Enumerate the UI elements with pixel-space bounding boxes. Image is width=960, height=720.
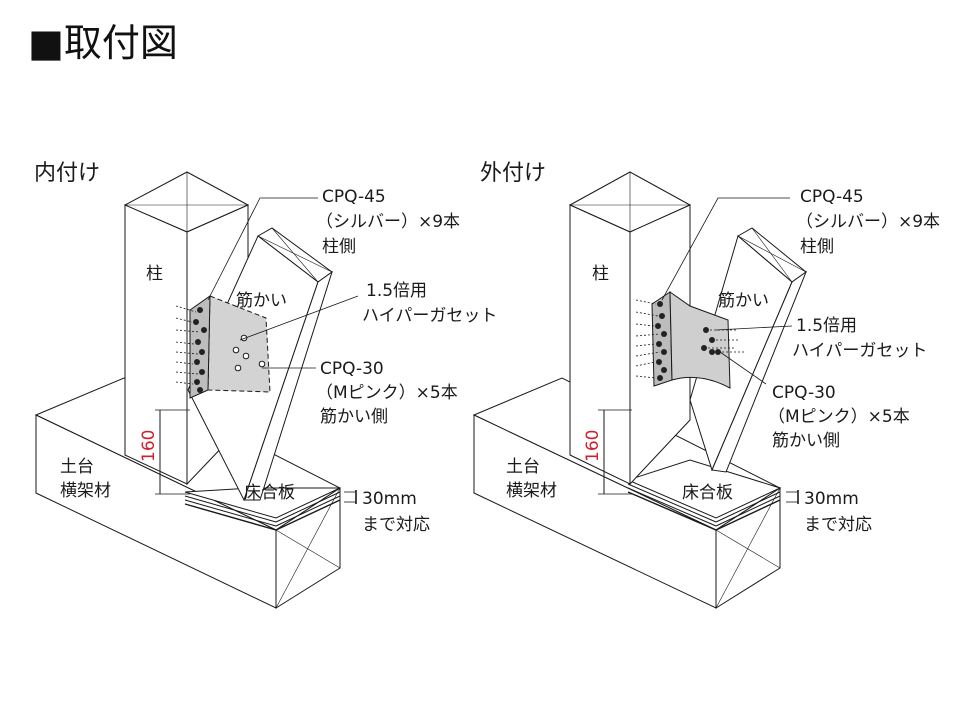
right-post-screws	[655, 301, 667, 381]
right-dimension-160: 160	[583, 409, 632, 495]
right-gusset-line2: ハイパーガセット	[792, 341, 927, 361]
left-thickness-line1: 30mm	[362, 489, 417, 509]
right-post-screw-axes	[635, 299, 661, 379]
left-thickness-line2: まで対応	[362, 515, 430, 535]
right-cpq30-line1: CPQ-30	[772, 383, 836, 403]
left-thickness-marker	[344, 490, 357, 504]
left-cpq45-line3: 柱側	[322, 237, 356, 257]
right-sill-label-2: 横架材	[506, 481, 557, 501]
left-sill-label-1: 土台	[60, 457, 94, 477]
left-cpq30-line1: CPQ-30	[320, 359, 384, 379]
left-cpq45-line2: （シルバー）×9本	[316, 212, 460, 232]
left-gusset-line1: 1.5倍用	[366, 281, 427, 301]
right-gusset-plate	[669, 291, 731, 389]
page-title: ■取付図	[28, 21, 178, 65]
right-sill-label-1: 土台	[506, 457, 540, 477]
right-dim-text: 160	[583, 430, 603, 462]
right-brace	[689, 227, 808, 473]
right-cpq45-line1: CPQ-45	[800, 187, 864, 207]
right-assembly: 外付け	[472, 161, 940, 609]
right-leaders	[661, 197, 793, 385]
left-sill-label-2: 横架材	[60, 481, 111, 501]
right-cpq30-line2: （Mピンク）×5本	[768, 407, 910, 427]
left-cpq30-line2: （Mピンク）×5本	[316, 383, 458, 403]
right-cpq30-line3: 筋かい側	[772, 431, 840, 451]
right-gusset-line1: 1.5倍用	[796, 316, 857, 336]
left-floor-label: 床合板	[244, 483, 295, 503]
right-brace-screws	[701, 327, 721, 355]
right-floor-plywood	[626, 459, 782, 531]
left-heading: 内付け	[34, 161, 100, 186]
left-leaders	[207, 197, 359, 369]
left-floor-plywood	[184, 487, 341, 531]
right-heading: 外付け	[480, 161, 546, 186]
left-dim-text: 160	[139, 430, 159, 462]
left-gusset-line2: ハイパーガセット	[362, 306, 497, 326]
left-assembly: 内付け	[34, 161, 497, 609]
left-post-screw-axes	[175, 305, 201, 385]
right-cpq45-line3: 柱側	[800, 237, 834, 257]
right-brace-label: 筋かい	[718, 291, 769, 311]
right-thickness-marker	[786, 490, 799, 504]
right-floor-label: 床合板	[682, 483, 733, 503]
left-brace-label: 筋かい	[236, 291, 287, 311]
left-post-screws	[193, 307, 207, 393]
left-brace-screws	[232, 334, 266, 372]
left-post-label: 柱	[146, 264, 163, 284]
left-cpq45-line1: CPQ-45	[322, 187, 386, 207]
right-thickness-line2: まで対応	[804, 515, 872, 535]
right-cpq45-line2: （シルバー）×9本	[796, 212, 940, 232]
left-dimension-160: 160	[139, 409, 190, 495]
right-thickness-line1: 30mm	[804, 489, 859, 509]
right-post-label: 柱	[592, 264, 609, 284]
left-cpq30-line3: 筋かい側	[320, 407, 388, 427]
